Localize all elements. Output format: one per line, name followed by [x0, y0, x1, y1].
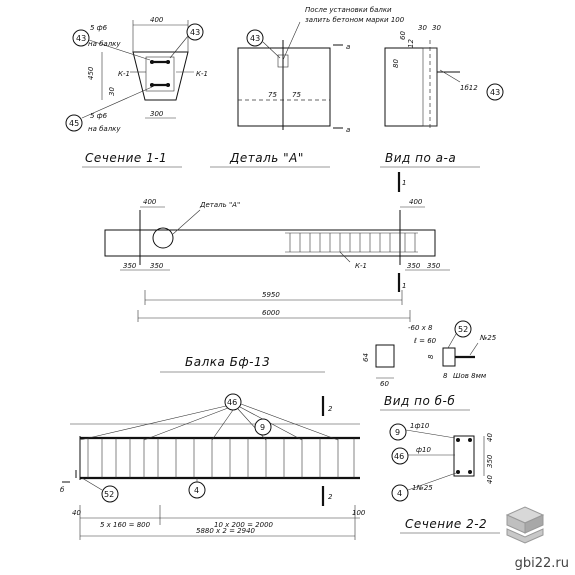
bar-top-sub: на балку — [88, 40, 121, 48]
weld-note: Шов 8мм — [453, 372, 487, 380]
section-2-2-title: Сечение 2-2 — [405, 517, 487, 531]
dim-80: 80 — [392, 59, 400, 68]
weld-label-1b12: 1б12 — [460, 84, 478, 92]
detail-a-note-1: После установки балки — [305, 6, 392, 14]
bar-bottom-sub: на балку — [88, 125, 121, 133]
detail-a-title: Деталь "А" — [229, 151, 304, 165]
cut-1-top: 1 — [402, 179, 406, 187]
dim-75b: 75 — [292, 91, 301, 99]
cut-1-bottom: 1 — [402, 282, 406, 290]
marker-43-left: 43 — [76, 34, 86, 43]
dim-60-plate: 60 — [380, 380, 389, 388]
dim-10x200: 10 х 200 = 2000 — [214, 521, 274, 529]
detail-a-note-2: залить бетоном марки 100 — [305, 16, 405, 24]
dim-5x160: 5 х 160 = 800 — [100, 521, 151, 529]
dim-350-3: 350 — [407, 262, 421, 270]
dim-400: 400 — [150, 16, 164, 24]
bar-n25-viewbb: №25 — [479, 334, 497, 342]
dim-5950: 5950 — [262, 291, 280, 299]
dim-30a: 30 — [418, 24, 427, 32]
section-1-1: 400 300 450 30 К-1 К-1 43 5 ф6 на балку … — [65, 16, 208, 168]
section-1-1-title: Сечение 1-1 — [85, 151, 167, 165]
dim-40b-sec22: 40 — [486, 475, 494, 484]
cage-bf13: 46 9 4 52 2 2 б 40 5 х 160 = 800 10 х 2 — [60, 393, 366, 540]
dim-40: 40 — [72, 509, 81, 517]
bar-top-label: 5 ф6 — [90, 24, 108, 32]
plate-side — [442, 347, 456, 367]
dim-l60: ℓ = 60 — [413, 337, 437, 345]
marker-52-viewbb: 52 — [458, 325, 468, 334]
marker-46-sec22: 46 — [394, 452, 404, 461]
label-k1-right: К-1 — [196, 70, 208, 78]
cage-stirrups — [289, 233, 416, 252]
section-2-2-body — [453, 435, 475, 477]
detail-a-body — [237, 47, 331, 127]
dim-30b: 30 — [432, 24, 441, 32]
marker-9: 9 — [260, 423, 265, 432]
label-k1-left: К-1 — [118, 70, 130, 78]
dim-300: 300 — [150, 110, 164, 118]
cage-bf13-stirrups — [87, 438, 355, 478]
beam-elevation-body — [104, 229, 436, 257]
label-1f10: 1ф10 — [410, 422, 430, 430]
marker-52-cage: 52 — [104, 490, 114, 499]
marker-4-sec22: 4 — [397, 489, 402, 498]
plate-view — [375, 344, 395, 368]
view-b-b-title: Вид по б-б — [384, 394, 455, 408]
beam-elevation: 1 Деталь "А" 400 400 — [104, 172, 450, 322]
label-f10: ф10 — [416, 446, 431, 454]
view-b-b: 64 60 -60 х 8 ℓ = 60 52 №25 8 8 Шов 8мм … — [362, 320, 497, 411]
marker-4: 4 — [194, 486, 199, 495]
dim-350-4: 350 — [427, 262, 441, 270]
view-a-a-title: Вид по а-а — [385, 151, 456, 165]
section-2-2: 9 1ф10 46 ф10 4 1№25 40 350 40 Сечение 2… — [389, 422, 500, 534]
dim-350-sec22: 350 — [486, 454, 494, 468]
watermark-text: gbi22.ru — [514, 556, 569, 571]
detail-a: После установки балки залить бетоном мар… — [210, 6, 405, 168]
marker-9-sec22: 9 — [395, 428, 400, 437]
view-a-a: 30 30 60 12 80 1б12 43 Вид по а-а — [380, 24, 504, 168]
dim-64: 64 — [362, 353, 370, 362]
marker-46: 46 — [227, 398, 237, 407]
dim-400-right: 400 — [409, 198, 423, 206]
label-1n25: 1№25 — [412, 484, 433, 492]
bar-bottom-label: 5 ф6 — [90, 112, 108, 120]
dim-450: 450 — [87, 66, 95, 80]
site-logo-icon — [505, 506, 545, 544]
label-k1-elevation: К-1 — [355, 262, 367, 270]
dim-8b: 8 — [443, 372, 448, 380]
cut-2-top: 2 — [328, 405, 333, 413]
marker-43-right: 43 — [190, 28, 200, 37]
cut-a-top: а — [346, 43, 350, 51]
marker-45: 45 — [69, 119, 79, 128]
dim-100: 100 — [352, 509, 366, 517]
dim-40a-sec22: 40 — [486, 433, 494, 442]
dim-30: 30 — [108, 87, 116, 96]
dim-350-2: 350 — [150, 262, 164, 270]
beam-bf13-title: Балка Бф-13 — [185, 355, 270, 369]
dim-half-length: 5880 х 2 = 2940 — [196, 527, 256, 535]
cut-b: б — [60, 486, 65, 494]
dim-12: 12 — [407, 39, 415, 48]
marker-43-detail: 43 — [250, 34, 260, 43]
dim-6000: 6000 — [262, 309, 280, 317]
cut-a-bottom: а — [346, 126, 350, 134]
detail-a-callout-circle — [152, 227, 174, 249]
elevation-detail-label: Деталь "А" — [199, 201, 240, 209]
cut-2-bottom: 2 — [328, 493, 333, 501]
dim-60: 60 — [399, 31, 407, 40]
dim-8a: 8 — [427, 354, 435, 359]
marker-43-view: 43 — [490, 88, 500, 97]
dim-400-left: 400 — [143, 198, 157, 206]
dim-75a: 75 — [268, 91, 277, 99]
dim-60x8: -60 х 8 — [408, 324, 433, 332]
beam-cross-section — [132, 51, 189, 101]
dim-350-1: 350 — [123, 262, 137, 270]
